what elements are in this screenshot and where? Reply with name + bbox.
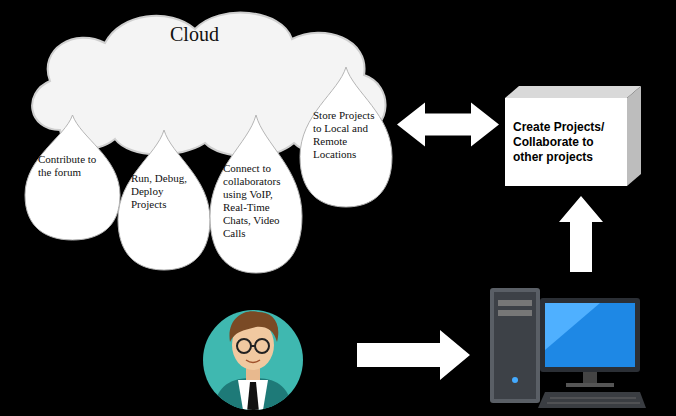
node-text: Contribute to the forum xyxy=(25,153,120,179)
cube-top xyxy=(505,86,641,98)
droplet-node: Connect to collaborators using VoIP, Rea… xyxy=(210,115,302,273)
person-icon xyxy=(203,310,303,416)
block-arrow xyxy=(357,330,470,380)
node-text: Create Projects/ Collaborate to other pr… xyxy=(505,120,627,165)
node-text: Connect to collaborators using VoIP, Rea… xyxy=(210,162,302,240)
double-arrow xyxy=(397,102,499,146)
node-text: Run, Debug, Deploy Projects xyxy=(118,172,210,211)
process-box: Create Projects/ Collaborate to other pr… xyxy=(505,98,627,186)
droplet-node: Contribute to the forum xyxy=(25,115,120,240)
computer-icon xyxy=(490,288,646,408)
cloud-title: Cloud xyxy=(170,23,219,46)
node-text: Store Projects to Local and Remote Locat… xyxy=(300,109,392,161)
droplet-node: Run, Debug, Deploy Projects xyxy=(118,130,210,270)
droplet-node: Store Projects to Local and Remote Locat… xyxy=(300,67,392,207)
cube-side xyxy=(627,86,641,186)
cloud-shape: CloudContribute to the forumRun, Debug, … xyxy=(20,5,395,272)
block-arrow xyxy=(559,196,603,272)
